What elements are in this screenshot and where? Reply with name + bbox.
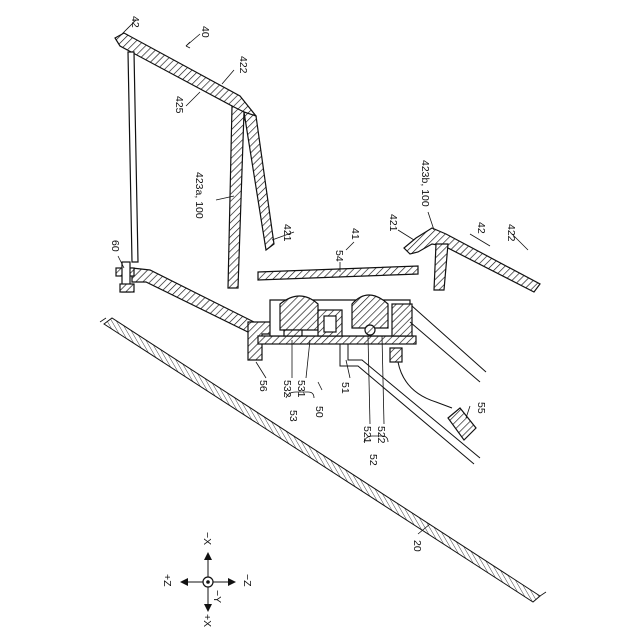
label-422-top: 422: [237, 56, 249, 74]
label-531: 531: [295, 380, 307, 398]
axis-label-plus-x: +X: [201, 614, 213, 627]
label-42-right: 42: [475, 222, 487, 234]
label-41: 41: [349, 228, 361, 240]
label-42-top: 42: [129, 16, 141, 28]
axes-indicator: [180, 552, 236, 612]
label-421-left: 421: [281, 224, 293, 242]
label-522: 522: [375, 426, 387, 444]
label-40: 40: [199, 26, 211, 38]
label-532: 532: [281, 380, 293, 398]
bracket-60: [116, 262, 134, 292]
glass-plate-20: [100, 318, 546, 602]
label-53: 53: [287, 410, 299, 422]
axis-label-minus-z: −Z: [241, 574, 253, 587]
label-60: 60: [109, 240, 121, 252]
axis-label-minus-x: −X: [201, 532, 213, 545]
axis-label-plus-z: +Z: [161, 574, 173, 587]
label-421-right: 421: [387, 214, 399, 232]
label-425: 425: [173, 96, 185, 114]
label-54: 54: [333, 250, 345, 262]
label-56: 56: [257, 380, 269, 392]
label-50: 50: [313, 406, 325, 418]
label-51: 51: [339, 382, 351, 394]
label-422-right: 422: [505, 224, 517, 242]
label-52: 52: [367, 454, 379, 466]
plate-54: [258, 266, 418, 280]
label-20: 20: [411, 540, 423, 552]
label-423a: 423a, 100: [193, 172, 205, 219]
axis-label-minus-y: −Y: [211, 590, 223, 603]
frame-42-right: [404, 228, 540, 292]
label-55: 55: [475, 402, 487, 414]
label-521: 521: [361, 426, 373, 444]
label-423b: 423b, 100: [419, 160, 431, 207]
